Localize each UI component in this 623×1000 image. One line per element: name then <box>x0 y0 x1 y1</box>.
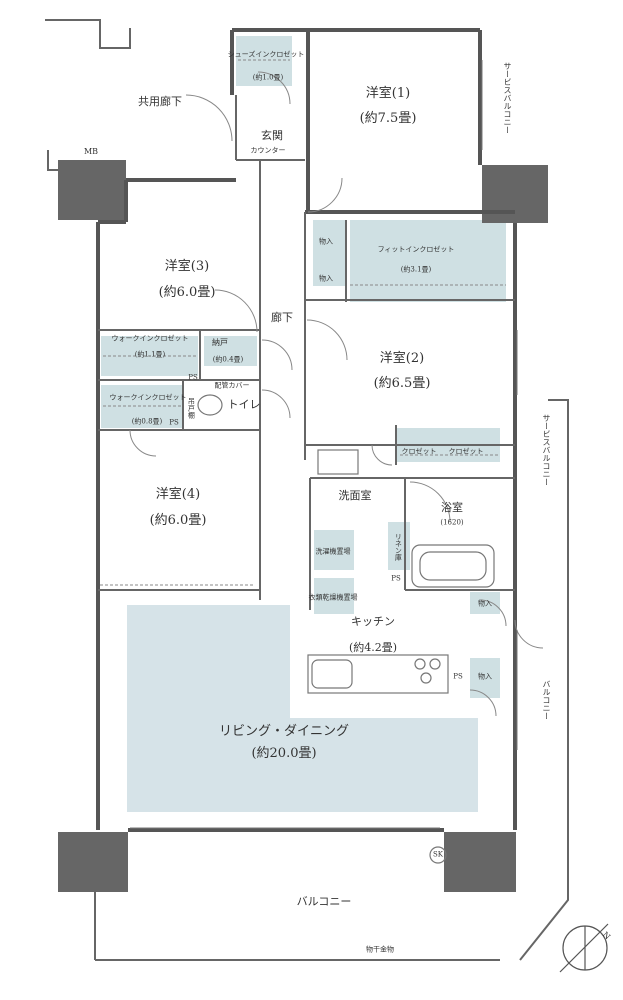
room-hallway-name: 廊下 <box>271 311 293 325</box>
room-western-4-size: (約6.0畳) <box>149 512 207 528</box>
fixtures <box>197 394 495 864</box>
room-western-4-name: 洋室(4) <box>155 486 201 502</box>
outside-service-balcony-1: サービスバルコニー <box>503 62 512 134</box>
storage-walk-in-closet-1-name: ウォークインクロゼット <box>111 334 189 343</box>
room-entrance-name: 玄関 <box>261 129 283 143</box>
shelf-lines <box>100 59 506 586</box>
storage-walk-in-closet-2-name: ウォークインクロゼット <box>109 393 187 402</box>
storage-shoes-in-closet-name: シューズインクロゼット <box>227 50 305 59</box>
room-ldk-size: (約20.0畳) <box>251 745 317 761</box>
outside-balcony-side: バルコニー <box>542 680 551 720</box>
storage-mono-3: 物入 <box>478 599 492 608</box>
storage-shelf: 吊戸棚 <box>187 397 196 419</box>
interior-walls <box>45 19 569 961</box>
closet-fills <box>101 36 506 698</box>
fixture-pipe-cover: 配管カバー <box>214 381 250 390</box>
fixture-ps-4: PS <box>453 672 463 681</box>
outside-laundry-rail: 物干金物 <box>366 945 394 954</box>
storage-walk-in-closet-2-size: (約0.8畳) <box>131 417 163 426</box>
storage-mono-4: 物入 <box>478 672 492 681</box>
outside-service-balcony-2: サービスバルコニー <box>542 414 551 486</box>
room-kitchen-name: キッチン <box>351 615 395 629</box>
room-kitchen-size: (約4.2畳) <box>348 641 398 655</box>
storage-mono-2: 物入 <box>319 274 333 283</box>
outside-balcony-bottom: バルコニー <box>296 895 352 909</box>
room-western-2-size: (約6.5畳) <box>373 375 431 391</box>
outside-mb: MB <box>83 147 99 156</box>
room-western-3-name: 洋室(3) <box>164 258 210 274</box>
room-storeroom-name: 納戸 <box>212 338 228 347</box>
room-bath-size: (1620) <box>440 518 464 527</box>
room-ldk-name: リビング・ダイニング <box>218 723 350 739</box>
room-bath-name: 浴室 <box>441 501 463 515</box>
fixture-dryer-space: 衣類乾燥機置場 <box>308 593 358 602</box>
windows <box>130 60 518 829</box>
room-storeroom-size: (約0.4畳) <box>212 355 244 364</box>
room-western-3-size: (約6.0畳) <box>158 284 216 300</box>
storage-closet-a: クロゼット <box>401 447 437 456</box>
fixture-counter: カウンター <box>250 146 286 155</box>
fixture-ps-3: PS <box>391 574 401 583</box>
room-western-2-name: 洋室(2) <box>379 350 425 366</box>
outside-common-corridor: 共用廊下 <box>138 95 182 109</box>
room-western-1-name: 洋室(1) <box>365 85 411 101</box>
storage-linen: リネン庫 <box>394 533 403 561</box>
fixture-ps-2: PS <box>169 418 179 427</box>
fixture-washer-space: 洗濯機置場 <box>315 547 351 556</box>
ldk-area <box>127 605 478 812</box>
room-western-1-size: (約7.5畳) <box>359 110 417 126</box>
storage-fit-in-closet-name: フィットインクロゼット <box>377 245 455 254</box>
door-swings <box>129 71 544 717</box>
compass-icon <box>559 923 609 973</box>
storage-closet-b: クロゼット <box>448 447 484 456</box>
walls <box>96 28 517 832</box>
room-washroom-name: 洗面室 <box>338 489 372 503</box>
storage-fit-in-closet-size: (約3.1畳) <box>400 265 432 274</box>
storage-shoes-in-closet-size: (約1.0畳) <box>252 73 284 82</box>
fixture-ps-1: PS <box>188 373 198 382</box>
fixture-sk: SK <box>432 850 444 859</box>
storage-walk-in-closet-1-size: (約1.1畳) <box>134 350 166 359</box>
storage-mono-1: 物入 <box>319 237 333 246</box>
room-toilet-name: トイレ <box>227 398 261 412</box>
